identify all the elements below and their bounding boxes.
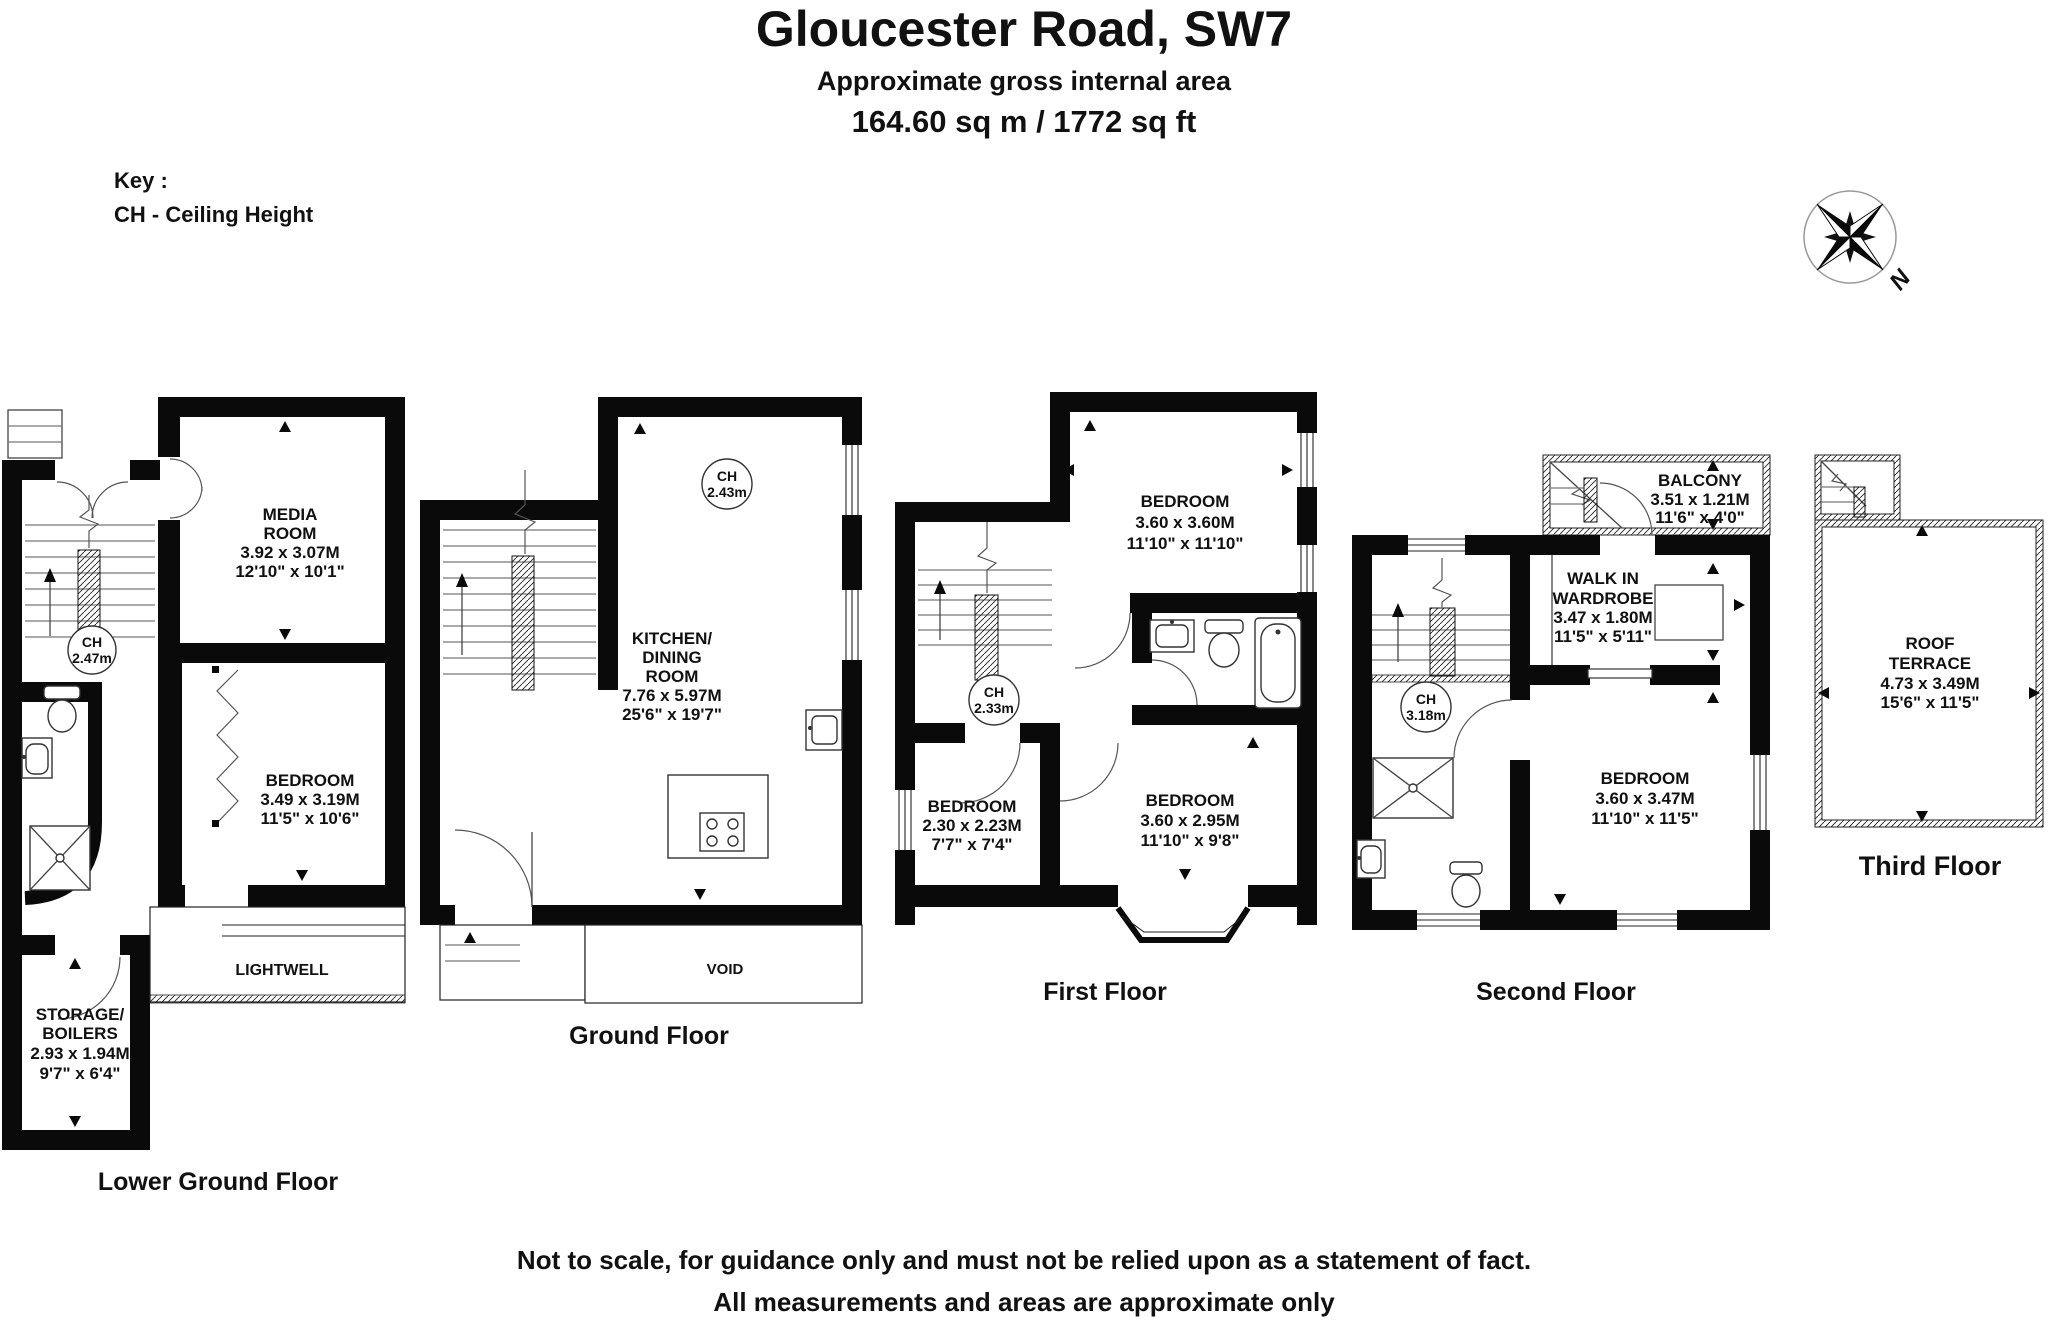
- storage-label: BOILERS: [42, 1024, 118, 1043]
- compass-north-label: N: [1884, 264, 1916, 295]
- bedroom-dim-imperial: 11'10" x 11'5": [1591, 809, 1698, 828]
- wardrobe-label: WARDROBE: [1552, 589, 1653, 608]
- caption-second-floor: Second Floor: [1476, 978, 1636, 1006]
- toilet-icon: [43, 685, 81, 733]
- bedroom-dim-metric: 2.30 x 2.23M: [922, 816, 1021, 835]
- ceiling-height-badge: CH 2.43m: [701, 458, 753, 510]
- bedroom-label: BEDROOM: [1141, 492, 1230, 511]
- window-icon: [1408, 535, 1770, 930]
- kitchen-island-icon: [667, 774, 769, 859]
- lower-ground-floor-plan: CH 2.47m MEDIA ROOM 3.92 x 3.07M 12'10" …: [2, 397, 406, 1150]
- sink-icon: [805, 709, 843, 751]
- bedroom-dim-imperial: 7'7" x 7'4": [932, 835, 1013, 854]
- bedroom-dim-imperial: 11'5" x 10'6": [261, 809, 360, 828]
- bedroom-label: BEDROOM: [928, 797, 1017, 816]
- stairs-icon: [918, 522, 1052, 681]
- stairs-icon: [443, 470, 596, 691]
- page-subtitle: Approximate gross internal area: [816, 66, 1232, 96]
- bedroom-dim-metric: 3.60 x 3.60M: [1135, 513, 1234, 532]
- bedroom-label: BEDROOM: [1146, 791, 1235, 810]
- bedroom-dim-imperial: 11'10" x 9'8": [1141, 831, 1240, 850]
- ch-value: 2.33m: [974, 700, 1014, 716]
- kitchen-label: DINING: [642, 648, 702, 667]
- caption-ground-floor: Ground Floor: [569, 1022, 729, 1050]
- media-room-dim-imperial: 12'10" x 10'1": [235, 562, 344, 581]
- bedroom-label: BEDROOM: [1601, 769, 1690, 788]
- balcony-dim-imperial: 11'6" x 4'0": [1655, 508, 1744, 527]
- ch-label: CH: [82, 634, 102, 650]
- ch-label: CH: [984, 684, 1004, 700]
- window-icon: [895, 433, 1317, 850]
- stairs-icon: [1371, 558, 1511, 683]
- stairs-icon: [25, 495, 155, 646]
- balcony-dim-metric: 3.51 x 1.21M: [1650, 490, 1749, 509]
- bedroom-dim-metric: 3.49 x 3.19M: [260, 790, 359, 809]
- first-floor-plan: CH 2.33m BEDROOM 3.60 x 3.60M 11'10" x 1…: [895, 392, 1317, 943]
- kitchen-dim-imperial: 25'6" x 19'7": [622, 705, 722, 724]
- bedroom-dim-metric: 3.60 x 2.95M: [1140, 811, 1239, 830]
- kitchen-label: KITCHEN/: [632, 629, 713, 648]
- bathtub-icon: [1254, 617, 1302, 709]
- caption-third-floor: Third Floor: [1858, 851, 2002, 881]
- lightwell-label: LIGHTWELL: [235, 962, 329, 979]
- compass-north-icon: N: [1803, 190, 1917, 295]
- ground-floor-plan: CH 2.43m KITCHEN/ DINING ROOM 7.76 x 5.9…: [420, 397, 863, 1004]
- roof-terrace-label: TERRACE: [1889, 654, 1971, 673]
- storage-label: STORAGE/: [36, 1005, 125, 1024]
- caption-first-floor: First Floor: [1043, 978, 1167, 1006]
- second-floor-plan: CH 3.18m BALCONY 3.51 x 1.21M 11'6" x 4'…: [1352, 454, 1771, 930]
- toilet-icon: [1204, 619, 1244, 668]
- ceiling-height-badge: CH 3.18m: [1400, 681, 1452, 733]
- media-room-label: MEDIA: [263, 505, 318, 524]
- sink-icon: [21, 737, 53, 779]
- gross-internal-area: 164.60 sq m / 1772 sq ft: [851, 104, 1197, 139]
- ch-value: 2.43m: [707, 484, 747, 500]
- balcony-label: BALCONY: [1658, 471, 1743, 490]
- roof-terrace-label: ROOF: [1905, 634, 1954, 653]
- bedroom-dim-metric: 3.60 x 3.47M: [1595, 789, 1694, 808]
- wardrobe-label: WALK IN: [1567, 569, 1639, 588]
- caption-lower-ground-floor: Lower Ground Floor: [97, 1168, 339, 1196]
- ceiling-height-badge: CH 2.33m: [968, 674, 1020, 726]
- roof-terrace-dim-metric: 4.73 x 3.49M: [1880, 674, 1979, 693]
- sink-icon: [1356, 839, 1386, 879]
- key-entry-ceiling-height: CH - Ceiling Height: [114, 202, 314, 227]
- ch-value: 2.47m: [72, 650, 112, 666]
- wardrobe-dim-metric: 3.47 x 1.80M: [1553, 608, 1652, 627]
- disclaimer-line: All measurements and areas are approxima…: [713, 1287, 1335, 1317]
- void-label: VOID: [707, 961, 744, 978]
- media-room-label: ROOM: [264, 524, 317, 543]
- storage-dim-metric: 2.93 x 1.94M: [30, 1044, 129, 1063]
- bedroom-dim-imperial: 11'10" x 11'10": [1127, 534, 1244, 553]
- bay-window-icon: [1115, 906, 1251, 943]
- page-title: Gloucester Road, SW7: [755, 1, 1293, 57]
- toilet-icon: [1449, 861, 1483, 908]
- sink-icon: [1149, 619, 1195, 653]
- kitchen-label: ROOM: [646, 667, 699, 686]
- ceiling-height-badge: CH 2.47m: [67, 625, 117, 675]
- storage-dim-imperial: 9'7" x 6'4": [40, 1064, 121, 1083]
- kitchen-dim-metric: 7.76 x 5.97M: [622, 686, 721, 705]
- wardrobe-dim-imperial: 11'5" x 5'11": [1554, 627, 1652, 646]
- disclaimer-line: Not to scale, for guidance only and must…: [516, 1245, 1532, 1275]
- stairs-icon: [1820, 460, 1867, 518]
- window-icon: [842, 445, 862, 660]
- ch-value: 3.18m: [1406, 707, 1446, 723]
- shower-icon: [1372, 757, 1454, 819]
- third-floor-plan: ROOF TERRACE 4.73 x 3.49M 15'6" x 11'5": [1814, 454, 2044, 828]
- shower-icon: [29, 825, 91, 891]
- ch-label: CH: [717, 468, 737, 484]
- roof-terrace-dim-imperial: 15'6" x 11'5": [1881, 693, 1980, 712]
- media-room-dim-metric: 3.92 x 3.07M: [240, 543, 339, 562]
- ch-label: CH: [1416, 691, 1436, 707]
- bedroom-label: BEDROOM: [266, 771, 355, 790]
- key-title: Key :: [114, 168, 168, 193]
